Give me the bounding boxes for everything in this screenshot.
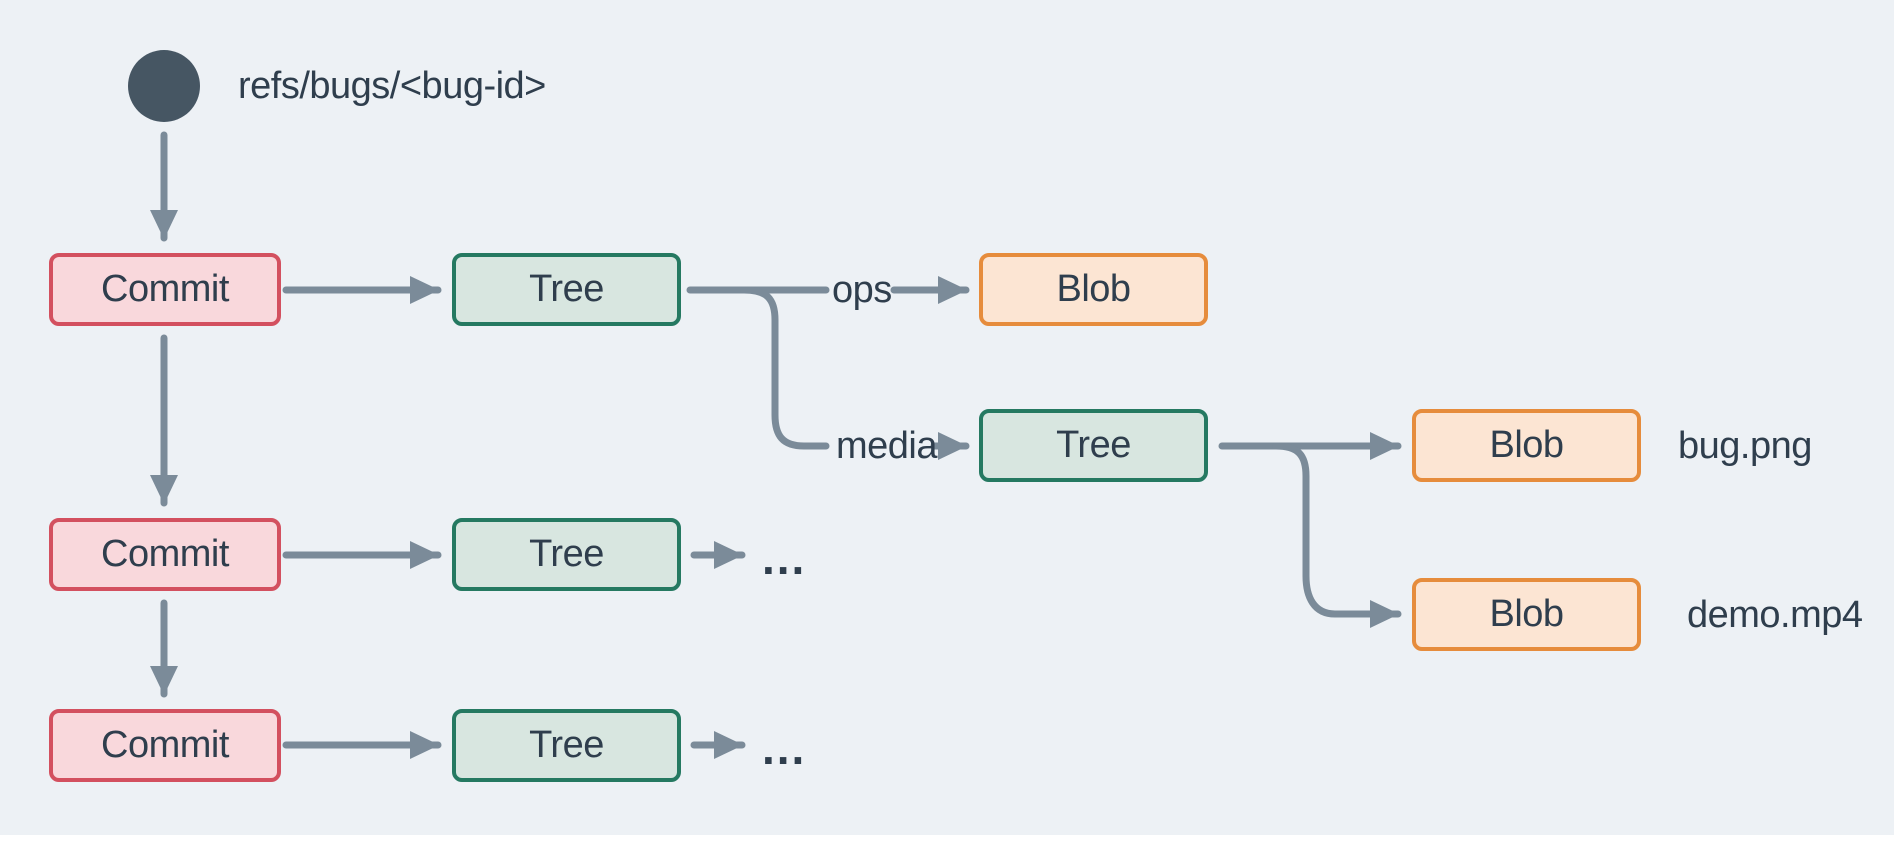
edge-label-media: media (836, 425, 938, 467)
node-blob-bug: Blob (1412, 409, 1641, 482)
node-tree-1: Tree (452, 253, 681, 326)
ellipsis-after-tree3: ... (762, 532, 807, 584)
ref-head-circle (128, 50, 200, 122)
node-commit-1: Commit (49, 253, 281, 326)
node-blob-demo: Blob (1412, 578, 1641, 651)
node-tree-3: Tree (452, 518, 681, 591)
ellipsis-after-tree4: ... (762, 722, 807, 774)
file-label-bug-png: bug.png (1678, 425, 1812, 467)
node-tree-4: Tree (452, 709, 681, 782)
node-tree-2: Tree (979, 409, 1208, 482)
white-bottom-strip (0, 835, 1894, 844)
node-blob-ops: Blob (979, 253, 1208, 326)
edge-tree1-to-media-branch (740, 286, 830, 450)
edge-label-ops: ops (832, 269, 892, 311)
file-label-demo-mp4: demo.mp4 (1687, 594, 1863, 636)
edge-tree2-to-blob-demo-branch (1272, 442, 1402, 628)
ref-label: refs/bugs/<bug-id> (238, 65, 546, 107)
node-commit-2: Commit (49, 518, 281, 591)
node-commit-3: Commit (49, 709, 281, 782)
